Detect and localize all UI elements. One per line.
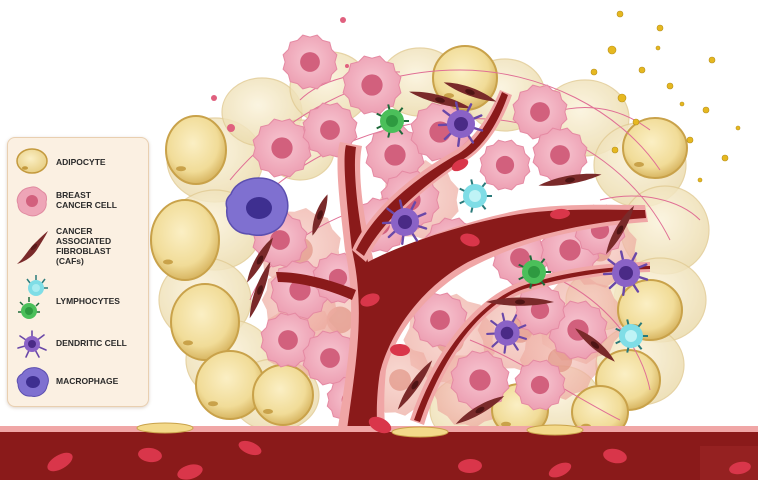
secreted-particle: [667, 83, 673, 89]
cancer-cell-nucleus: [278, 330, 298, 350]
legend-item-macrophage: MACROPHAGE: [8, 364, 148, 402]
secreted-particle: [618, 94, 626, 102]
legend-item-dendritic-cell: DENDRITIC CELL: [8, 326, 148, 362]
legend-item-adipocyte: ADIPOCYTE: [8, 144, 148, 180]
cancer-cell-nucleus: [270, 230, 290, 250]
lymphocyte-cell: [460, 179, 492, 212]
adipocyte-cell: [166, 116, 226, 184]
secreted-vesicle: [211, 95, 217, 101]
cancer-cell-nucleus: [469, 369, 490, 390]
legend-label-caf: CANCER ASSOCIATED FIBROBLAST (CAFs): [56, 226, 111, 266]
adipocyte-cell: [253, 365, 313, 425]
cancer-cell-nucleus: [530, 102, 550, 122]
endothelial-cell: [392, 427, 448, 437]
tumor-nucleus-faint: [389, 369, 411, 391]
secreted-particle: [687, 137, 693, 143]
secreted-particle: [608, 46, 616, 54]
legend-item-breast-cancer-cell: BREAST CANCER CELL: [8, 182, 148, 222]
secreted-particle: [617, 11, 623, 17]
cancer-cell-nucleus: [361, 74, 382, 95]
adipocyte-nucleus: [263, 409, 273, 414]
dendritic-nucleus: [501, 327, 514, 340]
cancer-cell-nucleus: [320, 348, 340, 368]
secreted-particle: [709, 57, 715, 63]
secreted-particle: [680, 102, 684, 106]
cancer-cell-nucleus: [300, 52, 320, 72]
adipocyte-nucleus: [176, 166, 186, 171]
secreted-particle: [736, 126, 740, 130]
macrophage-icon: [14, 364, 52, 400]
cancer-cell-nucleus: [271, 137, 292, 158]
lymphocyte-nucleus: [386, 115, 398, 127]
cancer-cell-nucleus: [531, 376, 549, 394]
cancer-cell-nucleus: [559, 239, 580, 260]
cancer-cell-nucleus: [550, 145, 570, 165]
adipocyte-nucleus: [183, 340, 193, 345]
legend-label-lymphocytes: LYMPHOCYTES: [56, 296, 120, 306]
adipocyte-nucleus: [634, 162, 644, 167]
secreted-particle: [698, 178, 702, 182]
dendritic-nucleus: [454, 117, 468, 131]
lymphocyte-icon: [14, 274, 54, 324]
endothelial-cell: [527, 425, 583, 435]
secreted-particle: [612, 147, 618, 153]
lymphocyte-nucleus: [625, 330, 637, 342]
lymphocyte-nucleus: [528, 266, 540, 278]
secreted-particle: [639, 67, 645, 73]
adipocyte-cell: [623, 118, 687, 178]
dendritic-nucleus: [619, 266, 633, 280]
dendritic-nucleus: [398, 215, 412, 229]
adipocyte-cell: [171, 284, 239, 360]
lymphocyte-nucleus: [469, 190, 481, 202]
secreted-vesicle: [345, 64, 349, 68]
legend-label-adipocyte: ADIPOCYTE: [56, 157, 106, 167]
dendritic-cell-icon: [14, 328, 50, 360]
cancer-cell-nucleus: [320, 120, 340, 140]
secreted-vesicle: [340, 17, 346, 23]
secreted-particle: [657, 25, 663, 31]
cancer-cell-nucleus: [384, 144, 405, 165]
legend-label-breast-cancer-cell: BREAST CANCER CELL: [56, 190, 117, 210]
horizontal-blood-vessel: [0, 426, 758, 480]
fibroblast-icon: [14, 228, 50, 268]
adipocyte-icon: [14, 146, 50, 176]
macrophage-cell: [226, 178, 288, 235]
legend-item-caf: CANCER ASSOCIATED FIBROBLAST (CAFs): [8, 224, 148, 274]
adipocyte-nucleus: [208, 401, 218, 406]
legend-label-dendritic-cell: DENDRITIC CELL: [56, 338, 127, 348]
secreted-vesicle: [227, 124, 235, 132]
secreted-particle: [703, 107, 709, 113]
adipocyte-cell: [151, 200, 219, 280]
adipocyte-nucleus: [163, 260, 173, 265]
legend-label-macrophage: MACROPHAGE: [56, 376, 118, 386]
legend-item-lymphocytes: LYMPHOCYTES: [8, 274, 148, 324]
cancer-cell-nucleus: [496, 156, 514, 174]
secreted-particle: [591, 69, 597, 75]
breast-cancer-cell-icon: [14, 184, 50, 218]
cancer-cell-nucleus: [430, 310, 450, 330]
endothelial-cell: [137, 423, 193, 433]
secreted-particle: [656, 46, 660, 50]
macrophage-nucleus: [246, 197, 272, 219]
secreted-particle: [722, 155, 728, 161]
fibroblast-nucleus: [515, 300, 525, 305]
legend: ADIPOCYTE BREAST CANCER CELL CANCER ASSO…: [7, 137, 149, 407]
secreted-particle: [633, 119, 639, 125]
